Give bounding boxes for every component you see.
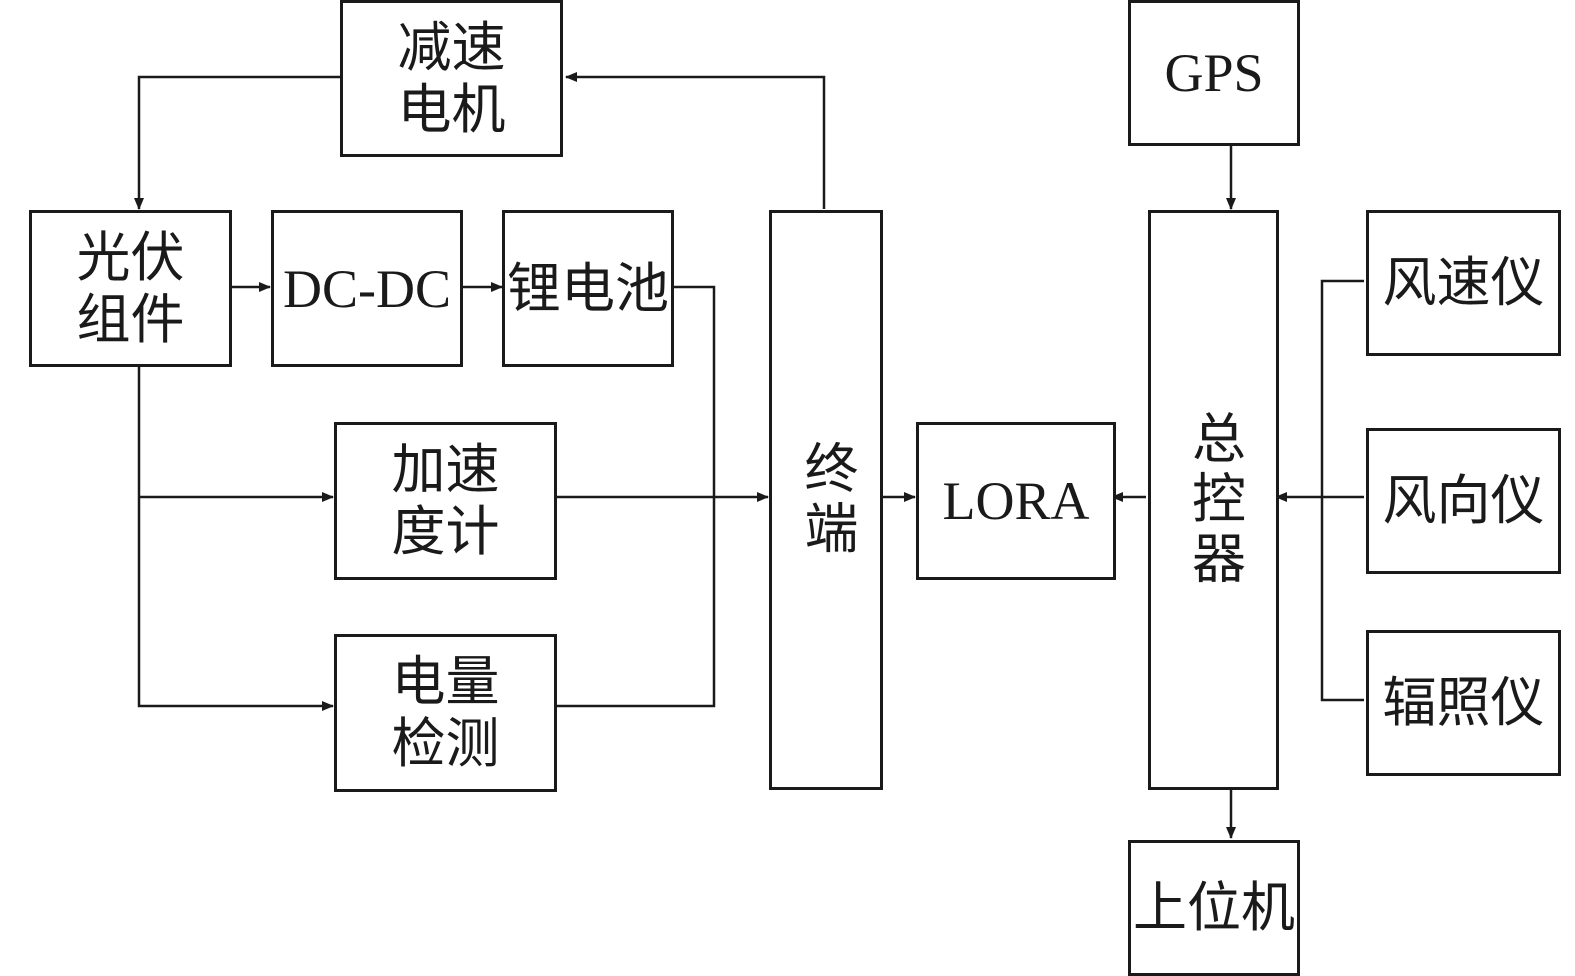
controller-block: 总控器 bbox=[1148, 210, 1279, 790]
motor-block: 减速电机 bbox=[340, 0, 563, 157]
power-label: 电量检测 bbox=[391, 650, 500, 775]
gps-label: GPS bbox=[1164, 43, 1264, 103]
terminal-label: 终端 bbox=[795, 440, 858, 560]
line-sensors-bus bbox=[1320, 279, 1364, 702]
dcdc-label: DC-DC bbox=[282, 258, 451, 319]
host-computer-block: 上位机 bbox=[1128, 840, 1300, 976]
lora-label: LORA bbox=[942, 471, 1090, 531]
pv-label: 光伏组件 bbox=[76, 225, 185, 351]
line-battery-to-bus bbox=[554, 285, 716, 708]
host-label: 上位机 bbox=[1133, 876, 1295, 939]
controller-label: 总控器 bbox=[1182, 410, 1246, 590]
wind-speed-label: 风速仪 bbox=[1382, 251, 1545, 314]
wind-direction-label: 风向仪 bbox=[1382, 469, 1545, 532]
battery-block: 锂电池 bbox=[502, 210, 674, 367]
arrow-motor-to-pv bbox=[134, 75, 340, 210]
wind-direction-block: 风向仪 bbox=[1366, 428, 1561, 574]
dcdc-block: DC-DC bbox=[271, 210, 463, 367]
battery-label: 锂电池 bbox=[507, 256, 669, 320]
gps-block: GPS bbox=[1128, 0, 1300, 146]
power-block: 电量检测 bbox=[334, 634, 557, 792]
pv-block: 光伏组件 bbox=[29, 210, 232, 367]
arrow-terminal-to-motor bbox=[565, 72, 826, 209]
lora-block: LORA bbox=[916, 422, 1116, 580]
motor-label: 减速电机 bbox=[397, 15, 506, 141]
accel-label: 加速度计 bbox=[391, 438, 500, 563]
terminal-block: 终端 bbox=[769, 210, 883, 790]
arrow-pv-to-power bbox=[137, 365, 334, 711]
radiation-block: 辐照仪 bbox=[1366, 630, 1561, 776]
radiation-label: 辐照仪 bbox=[1382, 671, 1545, 734]
wind-speed-block: 风速仪 bbox=[1366, 210, 1561, 356]
accel-block: 加速度计 bbox=[334, 422, 557, 580]
